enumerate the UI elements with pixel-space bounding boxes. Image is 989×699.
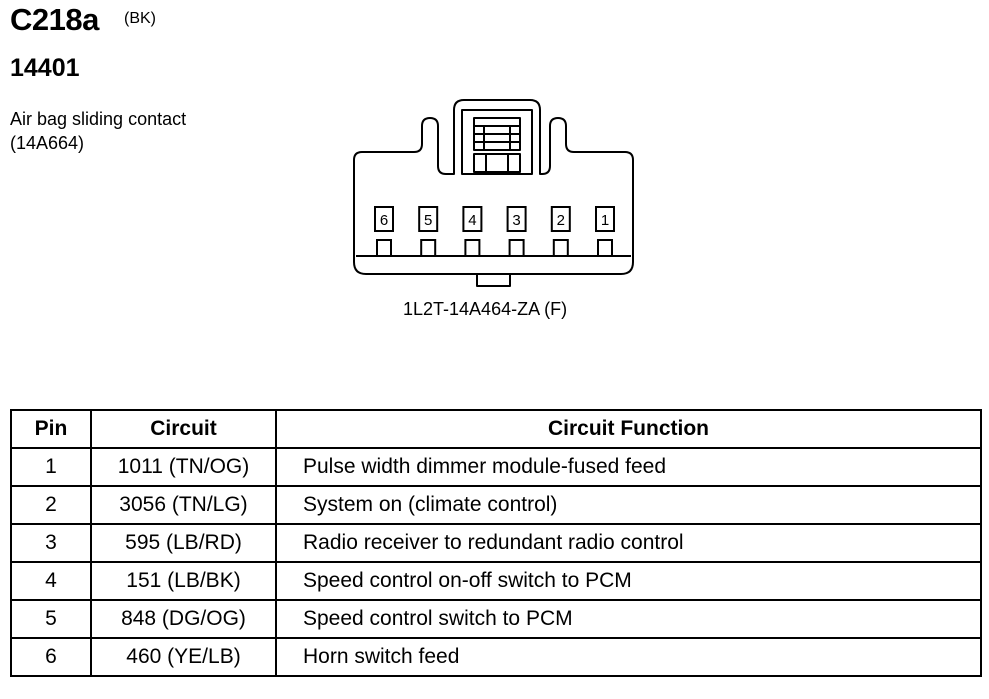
component-code: (14A664)	[10, 133, 85, 153]
circuit-code: 151 (LB/BK)	[90, 561, 277, 601]
circuit-function: Pulse width dimmer module-fused feed	[275, 447, 982, 487]
circuit-function: Speed control switch to PCM	[275, 599, 982, 639]
pin-cavity-label: 5	[424, 212, 432, 229]
table-row: 1 1011 (TN/OG) Pulse width dimmer module…	[10, 447, 982, 487]
pin-number: 3	[10, 523, 92, 563]
pin-terminal-tab	[376, 239, 392, 256]
table-row: 4 151 (LB/BK) Speed control on-off switc…	[10, 561, 982, 601]
header-circuit: Circuit	[90, 409, 277, 449]
circuit-function: Radio receiver to redundant radio contro…	[275, 523, 982, 563]
pin-terminal-tab	[464, 239, 481, 256]
key-tab	[476, 274, 511, 287]
pin-number: 2	[10, 485, 92, 525]
pin-terminal-tab	[508, 239, 525, 256]
component-description: Air bag sliding contact	[10, 109, 187, 129]
header-pin: Pin	[10, 409, 92, 449]
connector-face-label: 1L2T-14A464-ZA (F)	[403, 299, 568, 319]
pin-cavity-box	[462, 206, 483, 232]
latch-lower-window	[473, 153, 521, 173]
circuit-code: 460 (YE/LB)	[90, 637, 277, 677]
pin-cavity-box	[595, 206, 615, 232]
pin-terminal-tab	[597, 239, 613, 256]
circuit-code: 848 (DG/OG)	[90, 599, 277, 639]
pin-number: 4	[10, 561, 92, 601]
connector-color: (BK)	[124, 10, 156, 27]
pin-cavity-label: 1	[601, 212, 609, 229]
circuit-code: 1011 (TN/OG)	[90, 447, 277, 487]
table-row: 5 848 (DG/OG) Speed control switch to PC…	[10, 599, 982, 639]
pin-number: 1	[10, 447, 92, 487]
connector-housing	[353, 99, 634, 275]
pin-cavity-box	[374, 206, 394, 232]
pin-cavity-label: 6	[380, 212, 388, 229]
connector-id: C218a	[10, 2, 99, 37]
circuit-code: 3056 (TN/LG)	[90, 485, 277, 525]
header-circuit-function: Circuit Function	[275, 409, 982, 449]
pin-terminal-tab	[420, 239, 437, 256]
pin-cavity-box	[550, 206, 571, 232]
latch-outer	[461, 109, 533, 175]
table-header-row: Pin Circuit Circuit Function	[10, 409, 982, 449]
pin-cavities: 6 5 4 3 2 1	[374, 206, 615, 256]
circuit-function: Speed control on-off switch to PCM	[275, 561, 982, 601]
table-row: 3 595 (LB/RD) Radio receiver to redundan…	[10, 523, 982, 563]
pin-number: 5	[10, 599, 92, 639]
table-row: 2 3056 (TN/LG) System on (climate contro…	[10, 485, 982, 525]
circuit-function: System on (climate control)	[275, 485, 982, 525]
pin-cavity-label: 3	[512, 212, 520, 229]
pin-terminal-tab	[552, 239, 569, 256]
pin-cavity-box	[418, 206, 439, 232]
pinout-table: Pin Circuit Circuit Function 1 1011 (TN/…	[10, 409, 982, 677]
table-row: 6 460 (YE/LB) Horn switch feed	[10, 637, 982, 677]
circuit-code: 595 (LB/RD)	[90, 523, 277, 563]
pin-cavity-box	[506, 206, 527, 232]
pin-cavity-label: 4	[468, 212, 476, 229]
circuit-function: Horn switch feed	[275, 637, 982, 677]
part-number: 14401	[10, 54, 80, 82]
connector-face-diagram: 6 5 4 3 2 1	[353, 99, 634, 287]
pin-number: 6	[10, 637, 92, 677]
pin-cavity-label: 2	[557, 212, 565, 229]
